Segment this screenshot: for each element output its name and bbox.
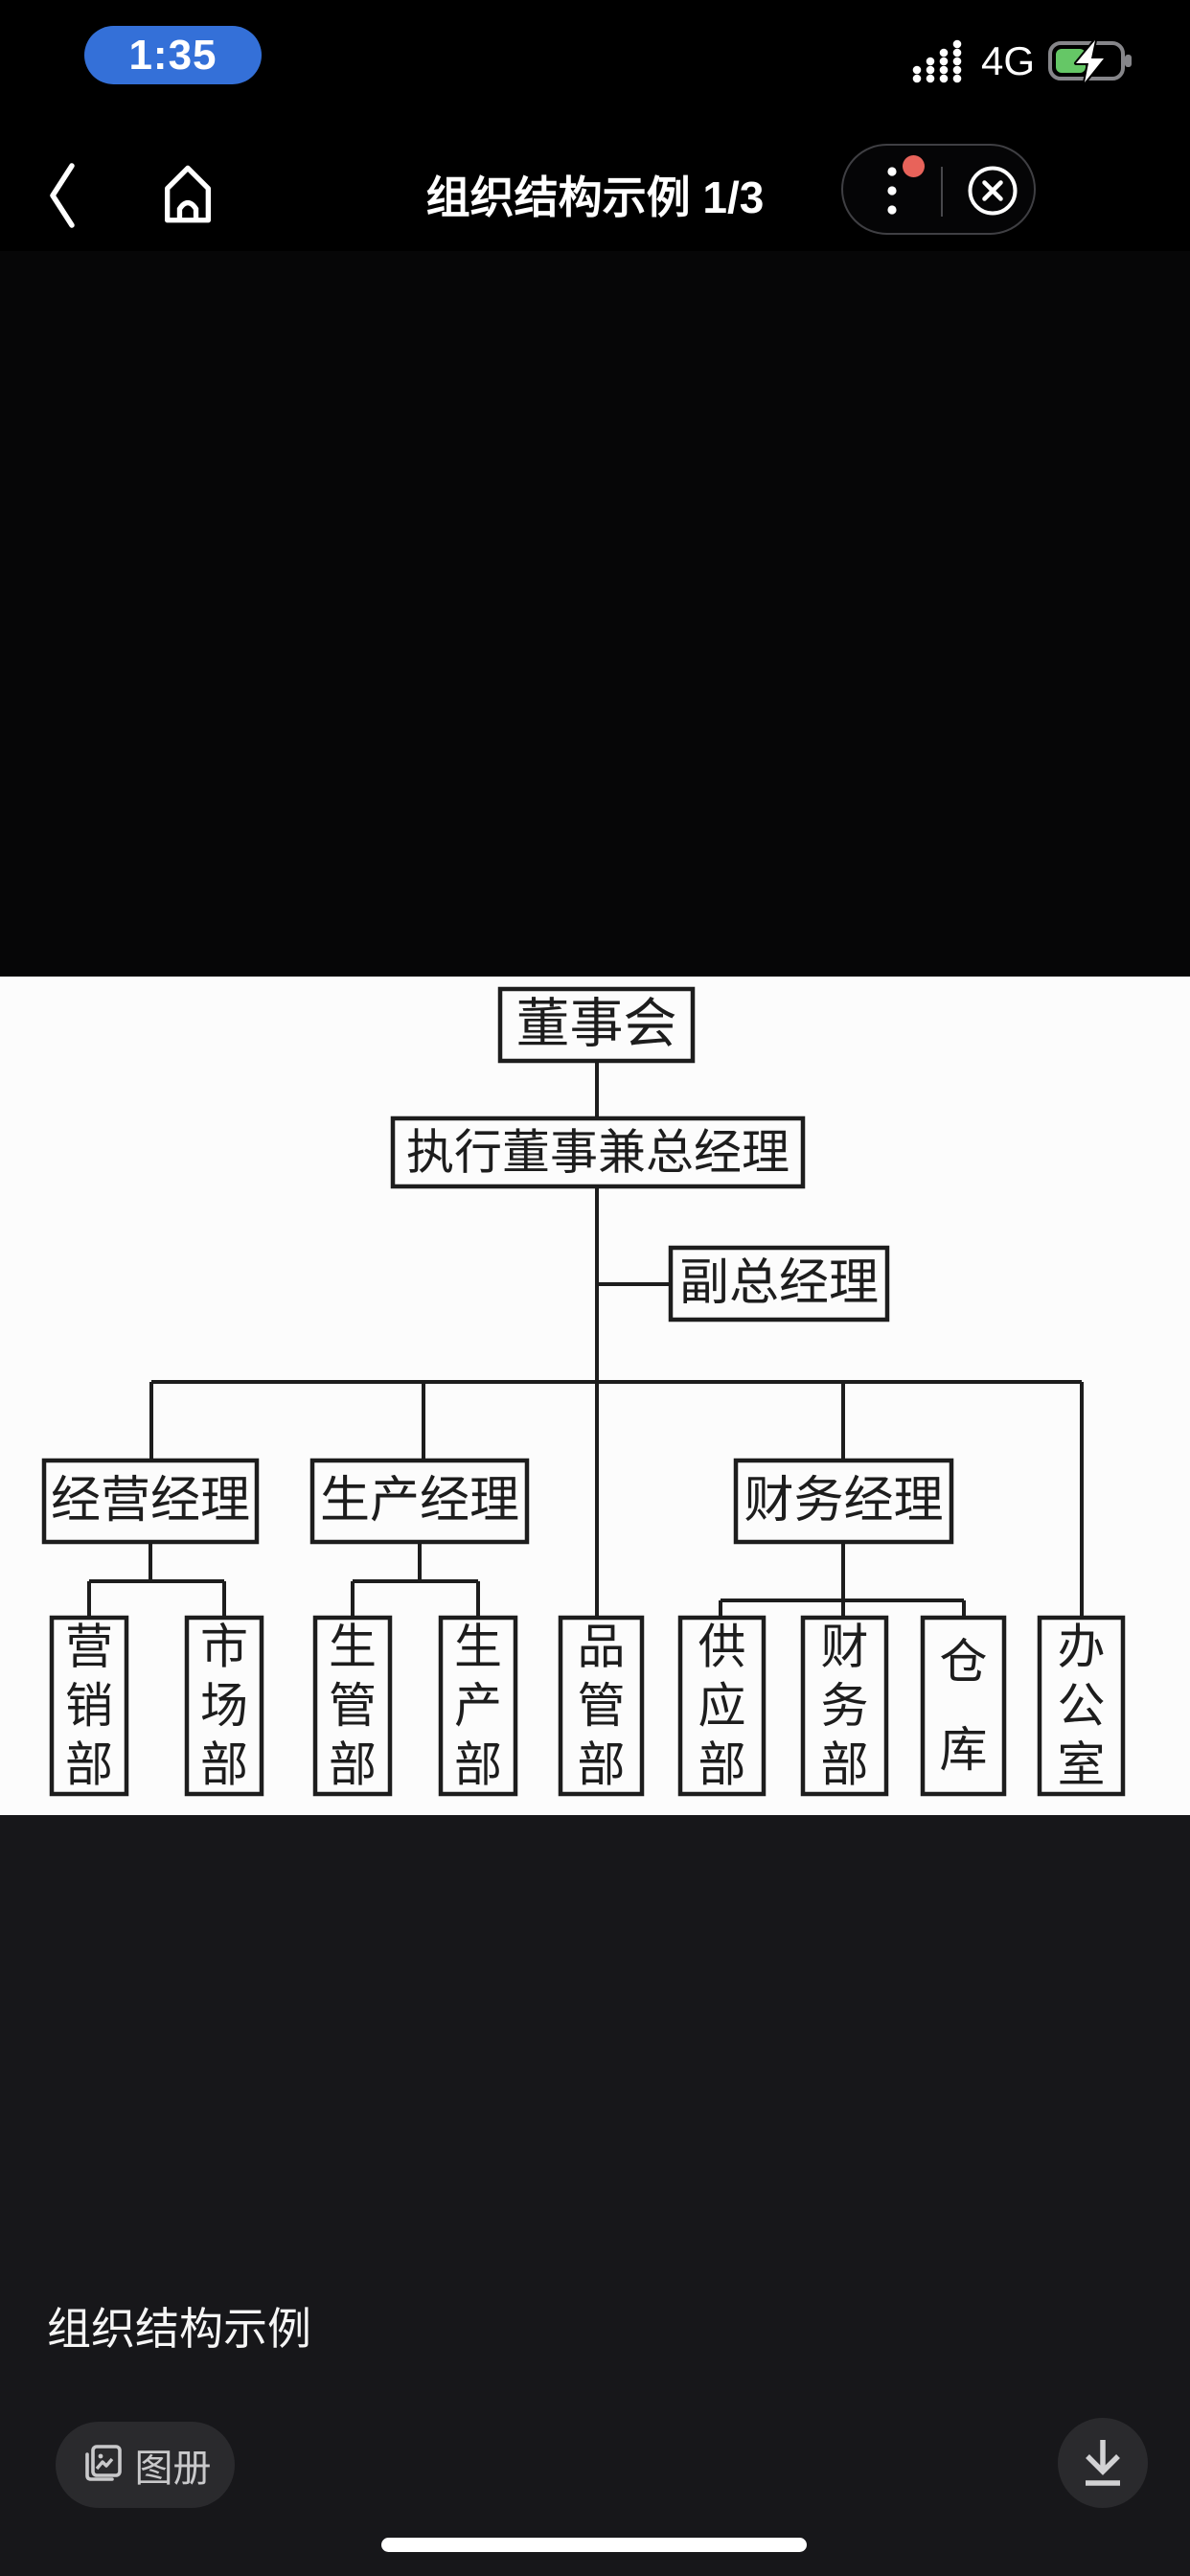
org-node-label: 生产经理 — [320, 1474, 519, 1529]
org-node: 仓库 — [920, 1615, 1007, 1797]
network-type-label: 4G — [980, 38, 1035, 83]
org-node: 经营经理 — [41, 1458, 260, 1545]
org-node: 营销部 — [49, 1615, 129, 1797]
org-node-label: 生产部 — [454, 1621, 502, 1792]
home-icon — [165, 165, 211, 223]
home-button[interactable] — [161, 155, 224, 232]
album-button[interactable]: 图册 — [56, 2422, 235, 2508]
notification-badge — [903, 155, 925, 177]
org-node-label: 生管部 — [329, 1621, 377, 1792]
org-node: 供应部 — [677, 1615, 767, 1797]
battery-charging-icon — [1048, 40, 1132, 82]
org-node: 副总经理 — [668, 1245, 890, 1322]
org-node-label: 副总经理 — [679, 1256, 879, 1311]
org-node-label: 市场部 — [200, 1621, 248, 1792]
org-node-label: 经营经理 — [51, 1474, 250, 1529]
document-caption: 组织结构示例 — [47, 2304, 311, 2354]
pill-divider — [941, 167, 943, 217]
close-button[interactable] — [966, 164, 1019, 218]
back-chevron-icon — [50, 163, 75, 228]
nav-bar: 组织结构示例 1/3 — [0, 140, 1190, 251]
org-node: 生产部 — [438, 1615, 518, 1797]
home-indicator[interactable] — [381, 2538, 807, 2552]
viewer-background-top — [0, 251, 1190, 977]
org-node-label: 执行董事兼总经理 — [406, 1126, 790, 1180]
org-node: 董事会 — [497, 986, 696, 1064]
time-pill: 1:35 — [84, 26, 262, 84]
org-node: 生管部 — [312, 1615, 393, 1797]
org-node: 财务经理 — [733, 1458, 954, 1545]
org-node-label: 仓库 — [940, 1635, 988, 1777]
album-button-label: 图册 — [134, 2448, 212, 2490]
org-node-label: 营销部 — [65, 1621, 113, 1792]
status-bar: 1:35 4G — [0, 0, 1190, 140]
org-node: 品管部 — [558, 1615, 645, 1797]
album-icon — [84, 2445, 122, 2481]
org-node-label: 董事会 — [516, 996, 677, 1055]
org-node: 市场部 — [184, 1615, 264, 1797]
more-menu-button[interactable] — [885, 166, 899, 216]
nav-action-pill — [841, 144, 1036, 235]
document-page[interactable]: 董事会执行董事兼总经理副总经理经营经理 生产经理 财务经理营销部 市场部 生管部 生产部 品… — [0, 977, 1190, 1815]
status-icons: 4G — [912, 38, 1134, 84]
org-node-label: 财务经理 — [744, 1474, 943, 1529]
org-node-label: 供应部 — [698, 1621, 746, 1792]
org-node-label: 办公室 — [1058, 1621, 1106, 1792]
download-button[interactable] — [1058, 2418, 1148, 2508]
page-title: 组织结构示例 1/3 — [425, 172, 765, 222]
download-icon — [1086, 2440, 1120, 2486]
viewer-background-bottom: 组织结构示例 图册 — [0, 1815, 1190, 2576]
org-node: 办公室 — [1037, 1615, 1126, 1797]
org-node: 生产经理 — [309, 1458, 530, 1545]
org-node: 财务部 — [800, 1615, 889, 1797]
back-button[interactable] — [46, 159, 103, 232]
org-node-label: 品管部 — [578, 1621, 626, 1792]
org-node-label: 财务部 — [821, 1621, 869, 1792]
org-node: 执行董事兼总经理 — [390, 1116, 806, 1189]
signal-strength-icon — [912, 39, 962, 83]
